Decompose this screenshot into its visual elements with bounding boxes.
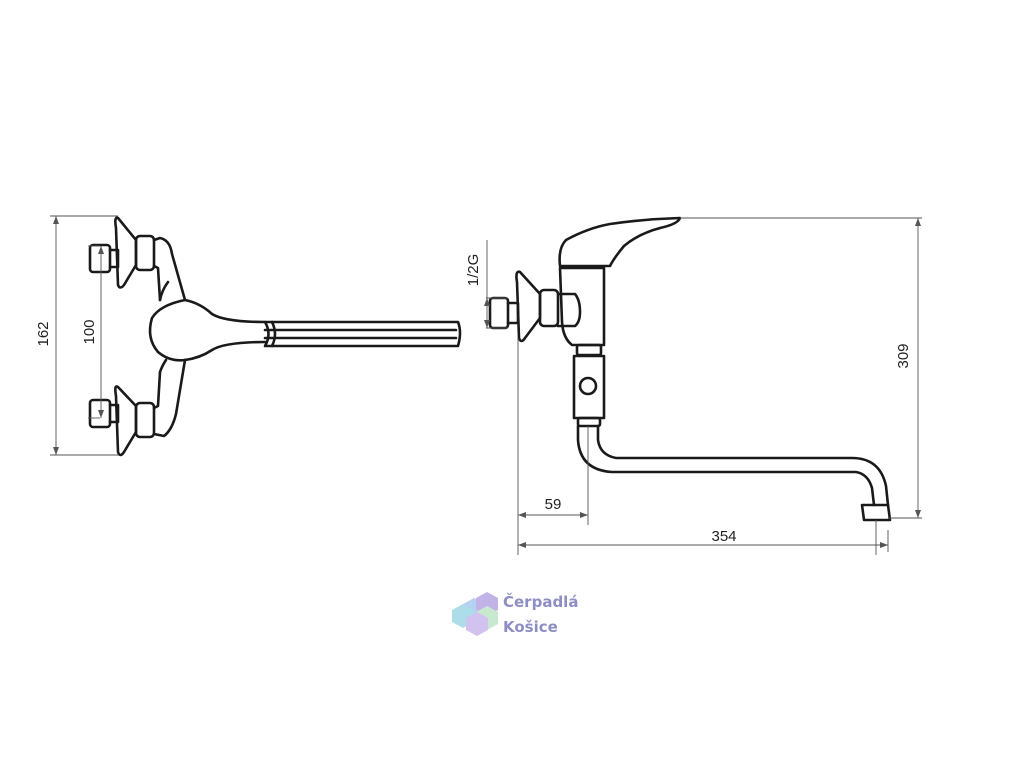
diverter-body — [572, 354, 606, 420]
upper-inlet — [88, 216, 187, 302]
side-escutcheon — [515, 270, 542, 343]
dim-thread: 1/2G — [465, 254, 482, 287]
lower-inlet — [88, 358, 187, 457]
dim-total-height: 162 — [35, 321, 52, 346]
valve-body — [558, 266, 606, 347]
spout-nozzle — [860, 503, 892, 522]
dimension-arrows — [53, 216, 921, 548]
dim-wall-offset: 59 — [545, 496, 562, 513]
dim-outlet-height: 309 — [895, 343, 912, 368]
side-view — [488, 216, 892, 522]
logo-hexagon-icon — [452, 592, 498, 636]
lever-handle — [558, 216, 682, 268]
dim-spout-reach: 354 — [711, 528, 736, 545]
swing-spout — [576, 424, 876, 507]
logo-text-line2: Košice — [503, 618, 558, 636]
front-view — [88, 216, 462, 457]
logo-text-line1: Čerpadlá — [503, 593, 579, 611]
dim-inlet-spacing: 100 — [81, 319, 98, 344]
mixer-body — [148, 298, 187, 362]
spout-front — [263, 320, 462, 348]
